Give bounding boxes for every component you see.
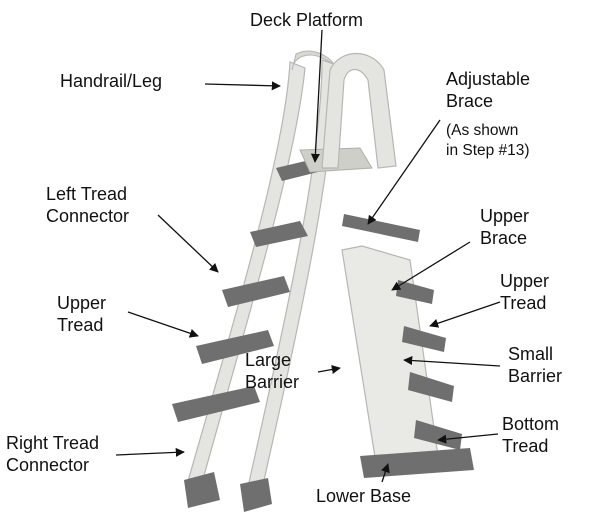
barrier-panel — [341, 245, 441, 477]
label-upper-tread-right-line1: Upper — [500, 271, 550, 291]
label-upper-tread-left: Upper Tread — [57, 292, 106, 336]
label-right-tread-connector-line1: Right Tread — [6, 433, 100, 453]
label-right-tread-connector-line2: Connector — [6, 455, 90, 475]
arrow-adjustable-brace — [367, 119, 441, 225]
inside-handrail — [321, 52, 397, 169]
label-lower-base: Lower Base — [316, 486, 412, 506]
tread-3 — [222, 276, 290, 307]
inside-tread-2 — [402, 326, 446, 352]
outside-ladder — [172, 50, 373, 512]
tread-5 — [172, 386, 260, 422]
tread-4 — [196, 330, 274, 364]
label-upper-tread-right-line2: Tread — [500, 293, 547, 313]
label-large-barrier: Large Barrier — [245, 349, 299, 393]
label-adjustable-brace-line1: Adjustable — [446, 69, 531, 89]
inside-tread-1 — [396, 280, 434, 304]
label-deck-platform: Deck Platform — [250, 10, 364, 30]
label-adjustable-brace-line2: Brace — [446, 91, 494, 111]
arrow-right-tread-connector — [115, 447, 185, 457]
label-large-barrier-line2: Barrier — [245, 372, 300, 392]
arrow-upper-tread-right — [429, 301, 501, 328]
arrow-upper-brace — [391, 241, 471, 291]
label-adjustable-brace-note-line2: in Step #13) — [446, 142, 530, 159]
label-left-tread-connector: Left Tread Connector — [46, 183, 129, 227]
label-small-barrier-line2: Barrier — [508, 366, 563, 386]
label-upper-brace: Upper Brace — [480, 205, 529, 249]
arrow-small-barrier — [403, 355, 501, 367]
label-bottom-tread-line2: Tread — [502, 436, 549, 456]
label-adjustable-brace-note: (As shown in Step #13) — [446, 121, 530, 161]
arrow-lower-base — [381, 463, 390, 483]
handrail-leg-left — [185, 61, 306, 491]
label-small-barrier-line1: Small — [508, 344, 554, 364]
label-bottom-tread-line1: Bottom — [502, 414, 560, 434]
arrow-handrail-leg — [204, 81, 281, 91]
inside-ladder — [321, 52, 474, 478]
foot-left — [184, 472, 220, 508]
label-upper-brace-line2: Brace — [480, 228, 528, 248]
label-upper-tread-right: Upper Tread — [500, 270, 549, 314]
adjustable-brace-bar — [342, 214, 420, 242]
foot-right — [240, 478, 272, 512]
label-right-tread-connector: Right Tread Connector — [6, 432, 99, 476]
label-left-tread-connector-line2: Connector — [46, 206, 130, 226]
label-upper-tread-left-line2: Tread — [57, 315, 104, 335]
arrow-upper-tread-left — [127, 311, 199, 338]
label-adjustable-brace-note-line1: (As shown — [446, 122, 519, 139]
label-adjustable-brace: Adjustable Brace — [446, 68, 530, 112]
label-bottom-tread: Bottom Tread — [502, 413, 559, 457]
arrow-bottom-tread — [437, 433, 499, 444]
arrow-large-barrier — [317, 364, 341, 374]
arrow-deck-platform — [310, 29, 323, 163]
tread-2 — [250, 221, 308, 247]
arrow-left-tread-connector — [157, 214, 219, 273]
leader-lines — [115, 29, 501, 483]
label-handrail-leg: Handrail/Leg — [60, 71, 163, 91]
label-small-barrier: Small Barrier — [508, 343, 562, 387]
label-upper-brace-line1: Upper — [480, 206, 530, 226]
label-left-tread-connector-line1: Left Tread — [46, 184, 128, 204]
inside-tread-3 — [408, 372, 454, 402]
label-large-barrier-line1: Large — [245, 350, 292, 370]
label-upper-tread-left-line1: Upper — [57, 293, 107, 313]
